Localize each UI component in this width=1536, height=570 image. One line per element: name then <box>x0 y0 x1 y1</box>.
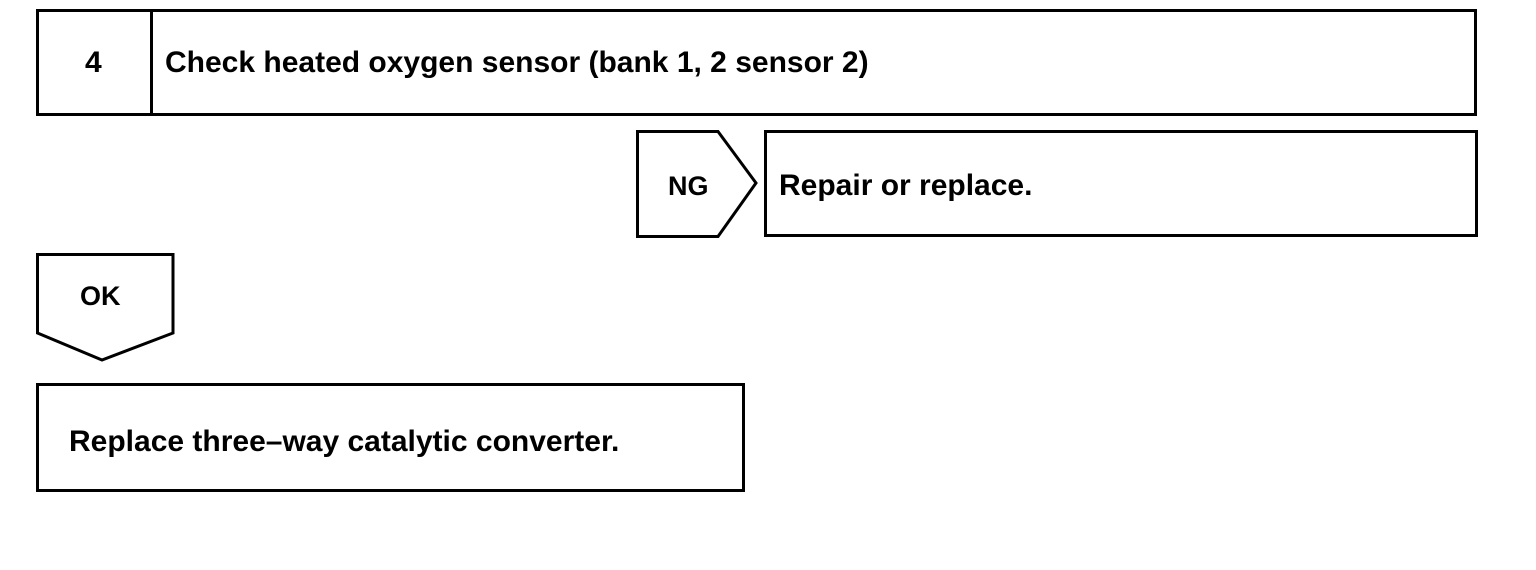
ok-arrow-shape <box>36 253 175 362</box>
step-title: Check heated oxygen sensor (bank 1, 2 se… <box>165 46 869 79</box>
ng-result-text: Repair or replace. <box>779 169 1033 202</box>
ng-arrow-shape <box>636 130 758 238</box>
ok-label: OK <box>80 281 121 311</box>
ng-result-box: Repair or replace. <box>764 130 1478 237</box>
step-divider <box>150 12 153 113</box>
final-action-text: Replace three–way catalytic converter. <box>69 425 620 458</box>
ng-label: NG <box>668 171 709 201</box>
final-action-box: Replace three–way catalytic converter. <box>36 383 745 492</box>
step-number: 4 <box>85 46 102 79</box>
step-box: 4 Check heated oxygen sensor (bank 1, 2 … <box>36 9 1477 116</box>
